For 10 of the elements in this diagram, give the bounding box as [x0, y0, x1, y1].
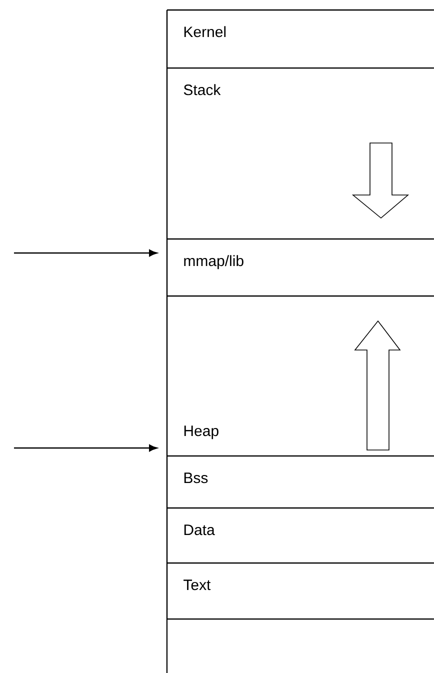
- memory-segment: Bss: [166, 455, 434, 508]
- empty-segment: [166, 618, 434, 673]
- memory-segment: Stack: [166, 67, 434, 239]
- memory-segment: Data: [166, 507, 434, 563]
- memory-segment: mmap/lib: [166, 238, 434, 296]
- arrow: [14, 444, 158, 452]
- arrow: [14, 250, 158, 257]
- memory-segment: Heap: [166, 295, 434, 456]
- memory-segment: Text: [166, 562, 434, 619]
- memory-segment: Kernel: [166, 9, 434, 68]
